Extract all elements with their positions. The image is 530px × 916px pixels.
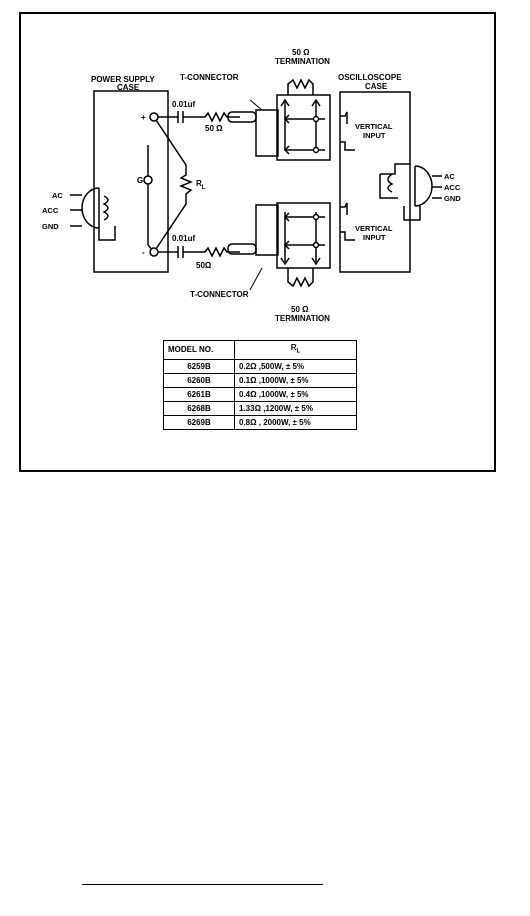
oscilloscope-label-line1: OSCILLOSCOPE bbox=[338, 73, 402, 82]
right-plug-gnd-label: GND bbox=[444, 194, 461, 203]
power-supply-case bbox=[93, 90, 169, 273]
footnote-rule bbox=[82, 884, 323, 885]
resistor-top-label: 50 Ω bbox=[205, 124, 223, 133]
vertical-input-bottom-line2: INPUT bbox=[363, 233, 386, 242]
right-plug-acc-label: ACC bbox=[444, 183, 461, 192]
table-header-row: MODEL NO. RL bbox=[163, 340, 357, 360]
rating-cell: 0.8Ω , 2000W, ± 5% bbox=[234, 414, 357, 430]
t-connector-label-top: T-CONNECTOR bbox=[180, 73, 239, 82]
rating-cell: 0.1Ω ,1000W, ± 5% bbox=[234, 372, 357, 388]
capacitor-top-label: 0.01uf bbox=[172, 100, 195, 109]
left-plug-acc-label: ACC bbox=[42, 206, 59, 215]
plus-terminal-label: + bbox=[141, 113, 146, 122]
table-row: 6269B 0.8Ω , 2000W, ± 5% bbox=[163, 414, 357, 430]
right-plug-ac-label: AC bbox=[444, 172, 455, 181]
vertical-input-bottom-line1: VERTICAL bbox=[355, 224, 393, 233]
vertical-input-top-line1: VERTICAL bbox=[355, 122, 393, 131]
model-cell: 6260B bbox=[163, 372, 235, 388]
rating-cell: 1.33Ω ,1200W, ± 5% bbox=[234, 400, 357, 416]
rl-label: RL bbox=[196, 179, 206, 191]
model-cell: 6268B bbox=[163, 400, 235, 416]
model-table: MODEL NO. RL 6259B 0.2Ω ,500W, ± 5% 6260… bbox=[163, 340, 357, 430]
model-cell: 6261B bbox=[163, 386, 235, 402]
figure-frame bbox=[19, 12, 496, 472]
rating-cell: 0.4Ω ,1000W, ± 5% bbox=[234, 386, 357, 402]
left-plug-gnd-label: GND bbox=[42, 222, 59, 231]
rating-cell: 0.2Ω ,500W, ± 5% bbox=[234, 358, 357, 374]
termination-box-bottom bbox=[276, 202, 331, 269]
termination-bottom-value: 50 Ω bbox=[291, 305, 309, 314]
t-connector-bottom bbox=[255, 204, 279, 256]
capacitor-bottom-label: 0.01uf bbox=[172, 234, 195, 243]
termination-top-label: TERMINATION bbox=[275, 57, 330, 66]
power-supply-label-line1: POWER SUPPLY bbox=[91, 75, 155, 84]
model-cell: 6259B bbox=[163, 358, 235, 374]
resistor-bottom-label: 50Ω bbox=[196, 261, 212, 270]
vertical-input-top-line2: INPUT bbox=[363, 131, 386, 140]
t-connector-top bbox=[255, 109, 279, 157]
termination-top-value: 50 Ω bbox=[292, 48, 310, 57]
header-rl: RL bbox=[234, 340, 357, 360]
header-model-no: MODEL NO. bbox=[163, 340, 235, 360]
power-supply-label-line2: CASE bbox=[117, 83, 140, 92]
t-connector-label-bottom: T-CONNECTOR bbox=[190, 290, 249, 299]
oscilloscope-case bbox=[339, 91, 411, 273]
termination-bottom-label: TERMINATION bbox=[275, 314, 330, 323]
left-plug-ac-label: AC bbox=[52, 191, 63, 200]
oscilloscope-label-line2: CASE bbox=[365, 82, 388, 91]
minus-terminal-label: - bbox=[142, 248, 145, 257]
table-row: 6261B 0.4Ω ,1000W, ± 5% bbox=[163, 386, 357, 402]
table-row: 6260B 0.1Ω ,1000W, ± 5% bbox=[163, 372, 357, 388]
termination-box-top bbox=[276, 94, 331, 161]
table-row: 6268B 1.33Ω ,1200W, ± 5% bbox=[163, 400, 357, 416]
table-row: 6259B 0.2Ω ,500W, ± 5% bbox=[163, 358, 357, 374]
ground-terminal-label: G bbox=[137, 176, 143, 185]
model-cell: 6269B bbox=[163, 414, 235, 430]
